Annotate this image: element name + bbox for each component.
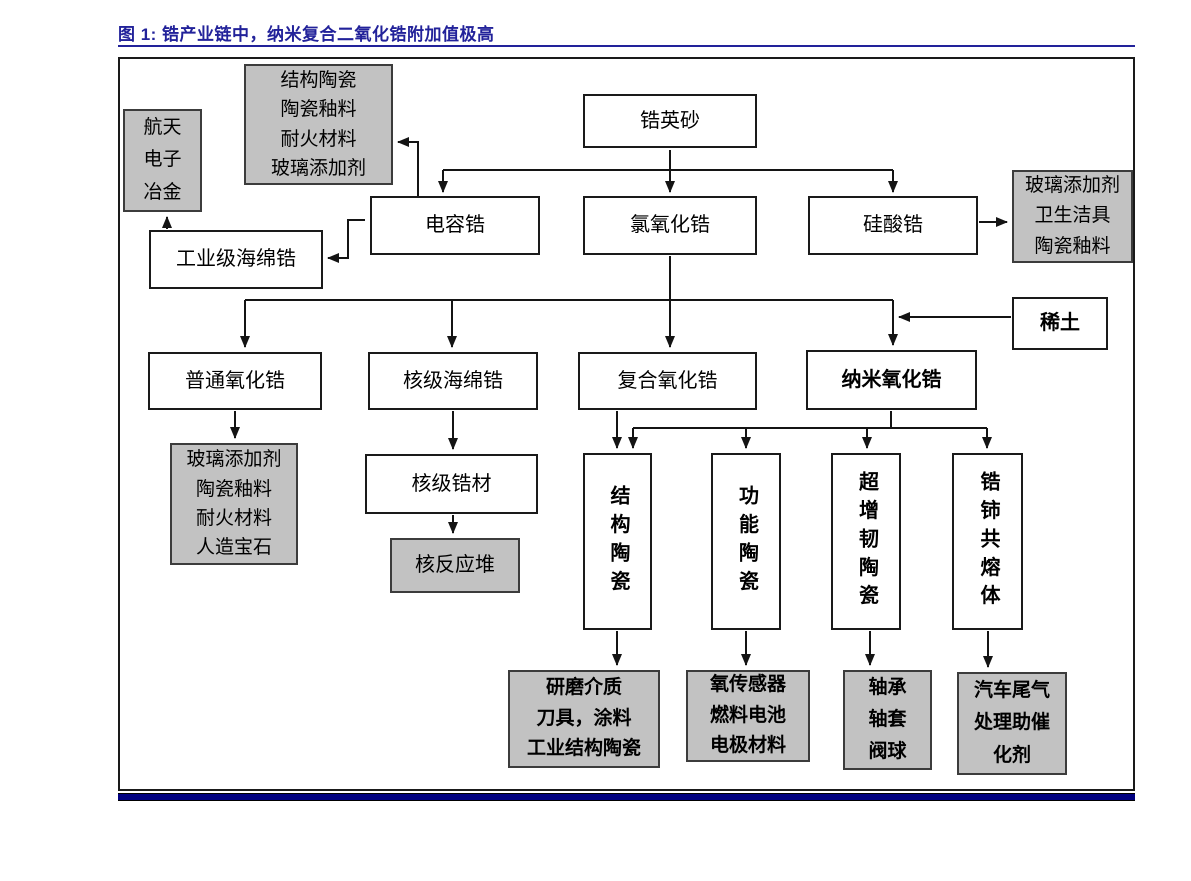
node-capacitor-zirconium: 电容锆: [370, 196, 540, 255]
node-structural-ceramics: 结构陶瓷: [583, 453, 652, 630]
node-zirconium-cerium-eutectic: 锆铈共熔体: [952, 453, 1023, 630]
node-functional-ceramics: 功能陶瓷: [711, 453, 781, 630]
node-nuclear-zirconium-material: 核级锆材: [365, 454, 538, 514]
node-super-toughened-ceramics: 超增韧陶瓷: [831, 453, 901, 630]
bottom-rule: [118, 793, 1135, 801]
node-composite-zirconium-oxide: 复合氧化锆: [578, 352, 757, 410]
app-aerospace-electronics-metallurgy: 航天 电子 冶金: [123, 109, 202, 212]
app-nuclear-reactor: 核反应堆: [390, 538, 520, 593]
node-rare-earth: 稀土: [1012, 297, 1108, 350]
figure-title: 图 1: 锆产业链中，纳米复合二氧化锆附加值极高: [118, 25, 495, 44]
node-nuclear-sponge-zirconium: 核级海绵锆: [368, 352, 538, 410]
app-toughened-ceramics-uses: 轴承 轴套 阀球: [843, 670, 932, 770]
node-industrial-sponge-zirconium: 工业级海绵锆: [149, 230, 323, 289]
title-underline: [118, 45, 1135, 47]
app-structural-ceramics-uses: 研磨介质 刀具，涂料 工业结构陶瓷: [508, 670, 660, 768]
node-zirconium-oxychloride: 氯氧化锆: [583, 196, 757, 255]
node-ordinary-zirconium-oxide: 普通氧化锆: [148, 352, 322, 410]
node-zirconium-silicate: 硅酸锆: [808, 196, 978, 255]
node-nano-zirconium-oxide: 纳米氧化锆: [806, 350, 977, 410]
app-capacitor-zirconium-uses: 结构陶瓷 陶瓷釉料 耐火材料 玻璃添加剂: [244, 64, 393, 185]
node-zircon-sand: 锆英砂: [583, 94, 757, 148]
app-ordinary-oxide-uses: 玻璃添加剂 陶瓷釉料 耐火材料 人造宝石: [170, 443, 298, 565]
app-eutectic-uses: 汽车尾气 处理助催 化剂: [957, 672, 1067, 775]
app-zirconium-silicate-uses: 玻璃添加剂 卫生洁具 陶瓷釉料: [1012, 170, 1133, 263]
app-functional-ceramics-uses: 氧传感器 燃料电池 电极材料: [686, 670, 810, 762]
